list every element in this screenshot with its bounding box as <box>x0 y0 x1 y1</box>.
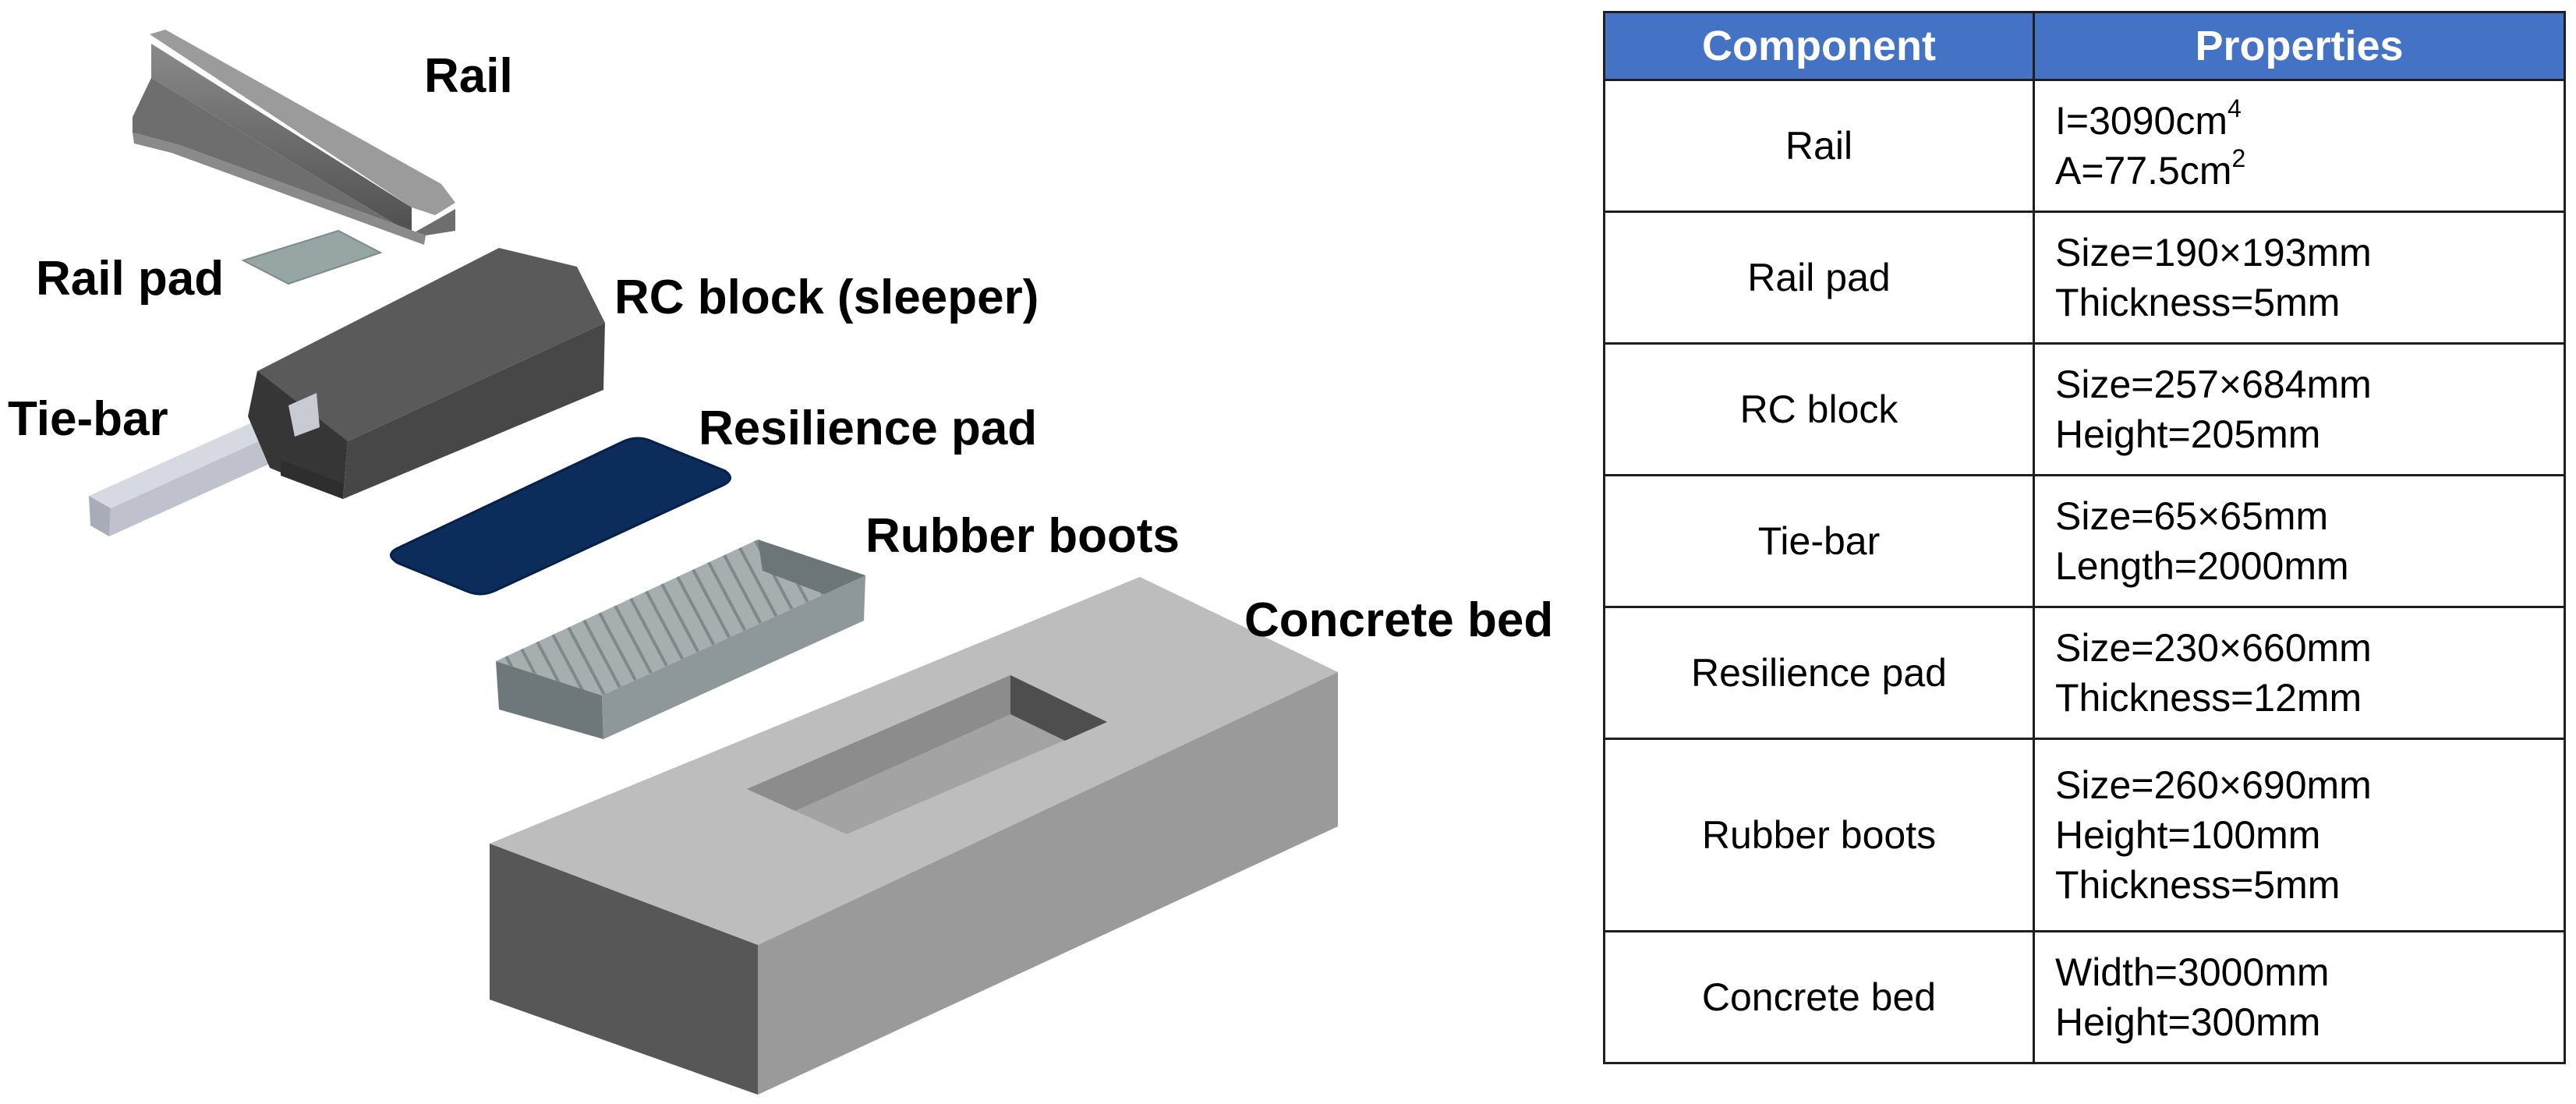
rail-head-top <box>150 30 455 215</box>
rc-block <box>248 248 605 499</box>
property-text: Width=3000mm <box>2055 950 2330 994</box>
property-text: Height=300mm <box>2055 1000 2321 1044</box>
rail-foot-edge <box>133 133 426 245</box>
property-text: Size=230×660mm <box>2055 626 2372 670</box>
resilience-pad <box>390 437 731 596</box>
rubber-boots-side <box>602 575 865 739</box>
rail-foot <box>133 78 455 235</box>
rc-block-base <box>281 460 343 499</box>
concrete-bed-front <box>490 844 758 1095</box>
concrete-bed <box>490 577 1338 1095</box>
property-line: Height=100mm <box>2055 810 2564 860</box>
component-cell: Resilience pad <box>1603 606 2035 740</box>
property-line: Size=260×690mm <box>2055 760 2564 810</box>
rail <box>133 30 455 245</box>
property-line: Thickness=5mm <box>2055 860 2564 910</box>
property-line: I=3090cm4 <box>2055 96 2564 146</box>
rubber-boots-front <box>496 661 603 739</box>
property-superscript: 4 <box>2227 94 2242 122</box>
tie-bar-side <box>109 418 310 536</box>
property-text: Thickness=5mm <box>2055 281 2341 324</box>
property-line: Size=190×193mm <box>2055 228 2564 278</box>
rubber-boots-top <box>496 540 865 695</box>
property-text: I=3090cm <box>2055 99 2227 143</box>
recess-wall-light <box>747 675 1010 811</box>
component-cell: Rail pad <box>1603 211 2035 345</box>
property-line: Size=65×65mm <box>2055 491 2564 541</box>
property-line: Thickness=5mm <box>2055 278 2564 327</box>
rubber-boots <box>496 540 865 739</box>
property-line: Height=205mm <box>2055 409 2564 459</box>
property-line: Height=300mm <box>2055 997 2564 1047</box>
label-rubber-boots: Rubber boots <box>865 509 1180 563</box>
property-text: Thickness=5mm <box>2055 863 2341 907</box>
property-text: A=77.5cm <box>2055 149 2232 193</box>
label-tie-bar: Tie-bar <box>8 392 168 446</box>
rc-block-side <box>343 323 605 499</box>
component-cell: RC block <box>1603 342 2035 476</box>
component-cell: Tie-bar <box>1603 474 2035 608</box>
property-line: Thickness=12mm <box>2055 673 2564 723</box>
label-concrete-bed: Concrete bed <box>1244 593 1553 647</box>
table-header-row: Component Properties <box>1603 11 2566 81</box>
property-line: Size=230×660mm <box>2055 623 2564 673</box>
property-text: Size=65×65mm <box>2055 494 2329 538</box>
rail-pad <box>241 229 383 285</box>
label-resilience-pad: Resilience pad <box>699 402 1037 455</box>
rail-web <box>151 44 412 234</box>
property-superscript: 2 <box>2231 144 2246 172</box>
property-line: Size=257×684mm <box>2055 359 2564 409</box>
header-properties: Properties <box>2033 11 2566 81</box>
component-cell: Rubber boots <box>1603 738 2035 932</box>
label-rail-pad: Rail pad <box>36 252 224 306</box>
recess-wall-dark <box>1010 675 1107 741</box>
property-text: Size=257×684mm <box>2055 363 2372 406</box>
component-cell: Rail <box>1603 79 2035 213</box>
exploded-view-diagram: Rail Rail pad RC block (sleeper) Tie-bar… <box>8 30 1553 1095</box>
concrete-bed-side <box>758 672 1338 1095</box>
property-text: Thickness=12mm <box>2055 676 2362 720</box>
label-rc-block: RC block (sleeper) <box>614 271 1039 324</box>
property-line: Width=3000mm <box>2055 947 2564 997</box>
property-line: Length=2000mm <box>2055 541 2564 591</box>
rc-block-top <box>257 248 605 441</box>
property-text: Size=260×690mm <box>2055 763 2372 807</box>
property-text: Size=190×193mm <box>2055 231 2372 274</box>
component-cell: Concrete bed <box>1603 930 2035 1064</box>
tie-bar-end <box>89 496 111 536</box>
property-line: A=77.5cm2 <box>2055 146 2564 196</box>
label-rail: Rail <box>424 49 513 103</box>
property-text: Height=100mm <box>2055 813 2321 857</box>
property-text: Height=205mm <box>2055 412 2321 456</box>
property-text: Length=2000mm <box>2055 544 2349 588</box>
tie-bar-protrusion <box>288 393 320 437</box>
header-component: Component <box>1603 11 2035 81</box>
